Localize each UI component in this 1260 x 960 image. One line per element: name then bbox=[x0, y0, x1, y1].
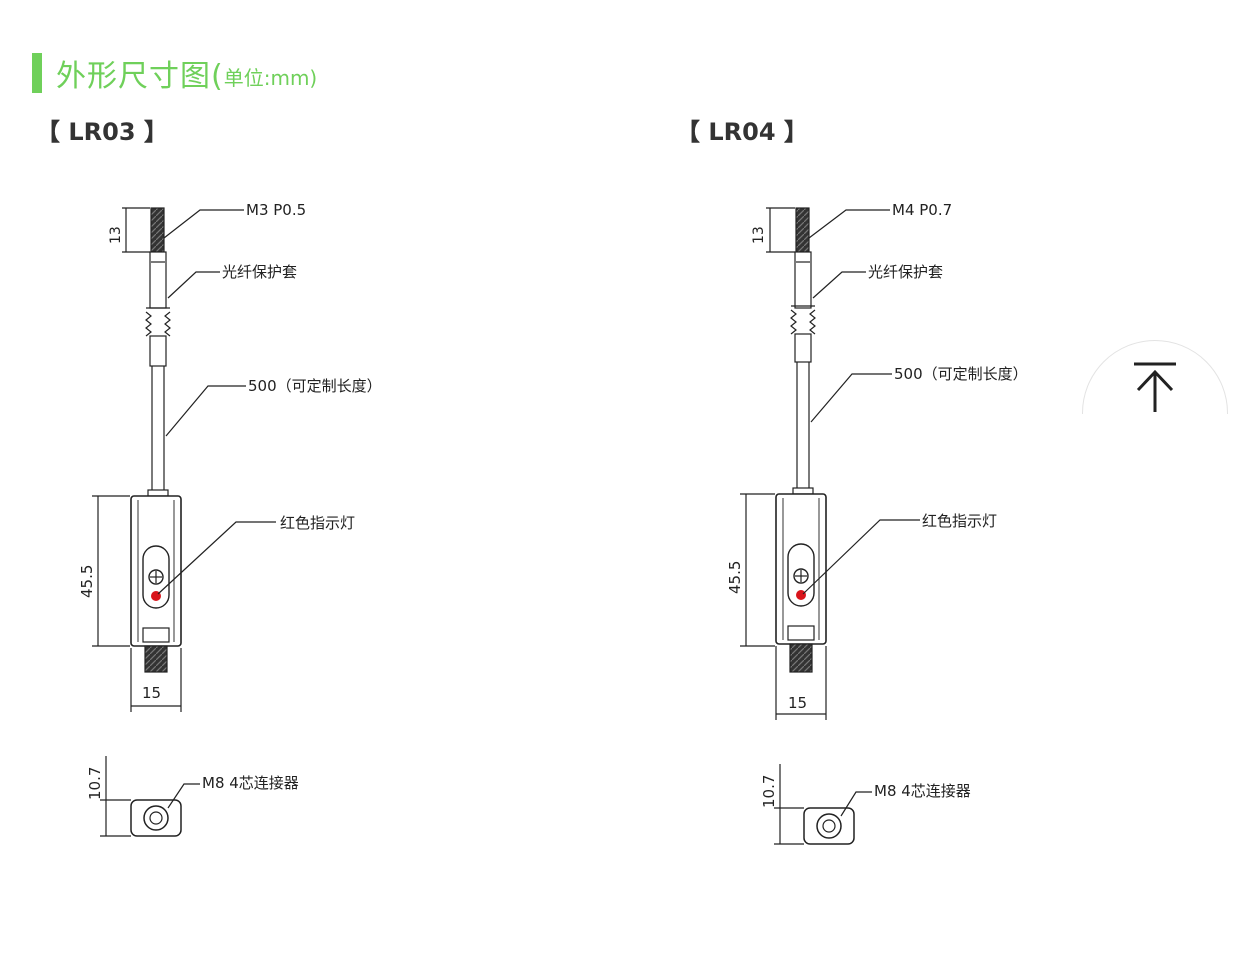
lr04-dim-connector: 10.7 bbox=[760, 775, 778, 808]
lr03-dim-height: 45.5 bbox=[78, 565, 96, 598]
lr04-dim-width: 15 bbox=[788, 694, 807, 712]
section-title: 外形尺寸图( bbox=[56, 59, 224, 94]
lr03-dim-width: 15 bbox=[142, 684, 161, 702]
lr04-thread-label: M4 P0.7 bbox=[892, 201, 952, 219]
lr03-dim-thread: 13 bbox=[108, 226, 124, 244]
thread-tip bbox=[795, 207, 810, 253]
lr04-sleeve-label: 光纤保护套 bbox=[868, 263, 943, 281]
drawing-lr03 bbox=[92, 207, 276, 837]
lr04-cable-label: 500（可定制长度） bbox=[894, 365, 1028, 383]
lr03-indicator-label: 红色指示灯 bbox=[280, 514, 355, 532]
lr04-connector-label: M8 4芯连接器 bbox=[874, 782, 971, 800]
lr03-sleeve-label: 光纤保护套 bbox=[222, 263, 297, 281]
spring bbox=[145, 307, 171, 337]
lr03-connector-label: M8 4芯连接器 bbox=[202, 774, 299, 792]
section-header: 外形尺寸图( 单位:mm) bbox=[32, 52, 317, 94]
arrow-up-to-top-icon bbox=[1134, 362, 1176, 412]
model-label-lr03: 【 LR03 】 bbox=[36, 118, 168, 146]
lr04-dim-thread: 13 bbox=[751, 226, 767, 244]
lr03-cable-label: 500（可定制长度） bbox=[248, 377, 382, 395]
back-to-top-button[interactable] bbox=[1082, 340, 1228, 414]
led-indicator bbox=[796, 590, 806, 600]
connector-thread bbox=[789, 643, 813, 673]
connector-thread bbox=[144, 645, 168, 673]
fiber-sleeve bbox=[794, 251, 812, 309]
model-label-lr04: 【 LR04 】 bbox=[676, 118, 808, 146]
thread-tip bbox=[150, 207, 165, 253]
spring bbox=[790, 305, 816, 335]
fiber-sleeve bbox=[149, 251, 167, 309]
section-unit: 单位:mm) bbox=[223, 65, 318, 90]
drawing-lr04 bbox=[740, 207, 920, 845]
lr04-indicator-label: 红色指示灯 bbox=[922, 512, 997, 530]
accent-bar bbox=[32, 53, 42, 93]
lr04-dim-height: 45.5 bbox=[726, 561, 744, 594]
lr03-dim-connector: 10.7 bbox=[86, 767, 104, 800]
lr03-thread-label: M3 P0.5 bbox=[246, 201, 306, 219]
